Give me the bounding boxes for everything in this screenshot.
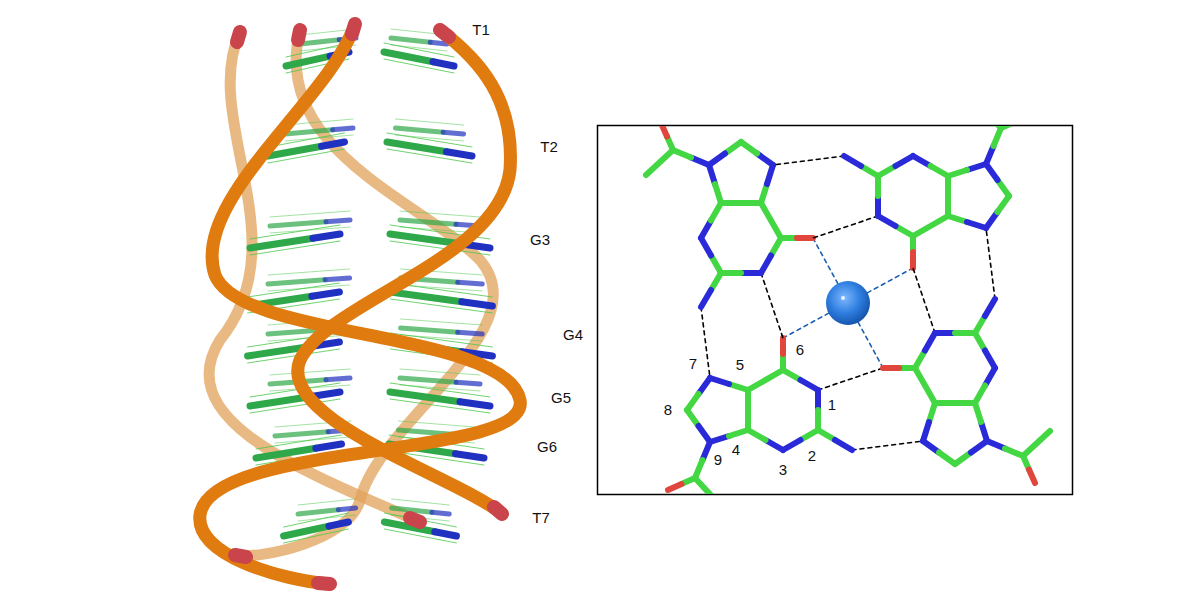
atom-number: 4	[732, 442, 740, 458]
base-stick	[298, 515, 356, 521]
base-stick	[458, 332, 482, 334]
base-stick	[313, 392, 340, 396]
base-stick	[460, 402, 490, 406]
ion-highlight	[841, 296, 845, 300]
base-stick	[256, 435, 342, 449]
base-stick	[400, 211, 480, 217]
atom-number: 8	[664, 402, 672, 418]
base-stick	[298, 510, 338, 514]
base-stick	[268, 285, 350, 291]
base-stick	[270, 211, 350, 217]
base-stick	[387, 142, 447, 152]
base-stick	[300, 40, 339, 44]
base-stick	[275, 437, 351, 443]
base-stick	[338, 508, 355, 510]
base-stick	[432, 512, 449, 514]
guanine	[858, 228, 1050, 483]
residue-label: G4	[563, 327, 583, 343]
front-strand	[200, 24, 521, 584]
base-stick	[443, 132, 463, 134]
residue-label: T7	[532, 510, 550, 526]
base-stick	[396, 135, 464, 141]
base-stick	[316, 444, 342, 448]
base-stick	[326, 378, 350, 380]
metal-ion	[826, 281, 870, 325]
base-stick	[248, 283, 340, 297]
guanine	[773, 126, 1028, 293]
base-stick	[391, 38, 430, 42]
base-stick	[329, 522, 348, 526]
base-stick	[433, 62, 454, 66]
base-stick	[284, 526, 329, 536]
base-stick	[390, 292, 461, 302]
residue-label: G6	[537, 439, 557, 455]
base-stick	[270, 369, 350, 375]
base-stick	[250, 238, 313, 248]
base-stick	[326, 220, 350, 222]
base-stick	[285, 135, 353, 141]
base-stick	[401, 319, 483, 325]
base-stick	[325, 278, 349, 280]
base-stick	[270, 222, 326, 226]
atom-number: 1	[828, 397, 836, 413]
guanine	[646, 126, 838, 378]
base-stick	[268, 280, 325, 284]
base-stick	[390, 392, 460, 402]
base-stick	[400, 369, 480, 375]
base-stick	[458, 282, 482, 284]
base-stick	[400, 220, 456, 224]
guanine	[668, 313, 923, 494]
residue-label: T2	[540, 139, 558, 155]
base-stick	[456, 382, 480, 384]
atom-number: 9	[714, 452, 722, 468]
base-stick	[400, 378, 456, 382]
base-stick	[322, 142, 345, 146]
base-stick	[286, 56, 330, 66]
base-stick	[268, 269, 350, 275]
base-stick	[435, 532, 457, 536]
atom-number: 7	[689, 356, 697, 372]
base-stick	[284, 513, 349, 527]
base-stick	[392, 499, 450, 505]
base-stick	[430, 42, 447, 44]
base-stick	[400, 385, 480, 391]
atom-number: 3	[779, 462, 787, 478]
strand-end	[235, 24, 502, 584]
base-stick	[401, 328, 458, 332]
base-stick	[333, 128, 353, 130]
base-stick	[384, 52, 433, 62]
residue-label: G3	[530, 232, 550, 248]
residue-label: G5	[551, 390, 571, 406]
base-stick	[399, 421, 475, 427]
base-stick	[250, 225, 340, 239]
base-stick	[285, 130, 333, 134]
base-stick	[462, 302, 493, 306]
base-stick	[447, 152, 473, 156]
base-stick	[312, 292, 340, 296]
base-stick	[391, 45, 447, 51]
base-stick	[390, 234, 460, 244]
base-stick	[298, 499, 356, 505]
base-stick	[270, 227, 350, 233]
base-stick	[392, 515, 450, 521]
base-stick	[275, 432, 328, 436]
base-stick	[396, 119, 464, 125]
base-stick	[396, 128, 444, 132]
base-stick	[313, 234, 340, 238]
residue-label: T1	[472, 22, 490, 38]
atom-number: 6	[796, 342, 804, 358]
base-stick	[401, 285, 483, 291]
atom-number: 5	[736, 357, 744, 373]
base-stick	[456, 454, 485, 458]
atom-number: 2	[808, 448, 816, 464]
